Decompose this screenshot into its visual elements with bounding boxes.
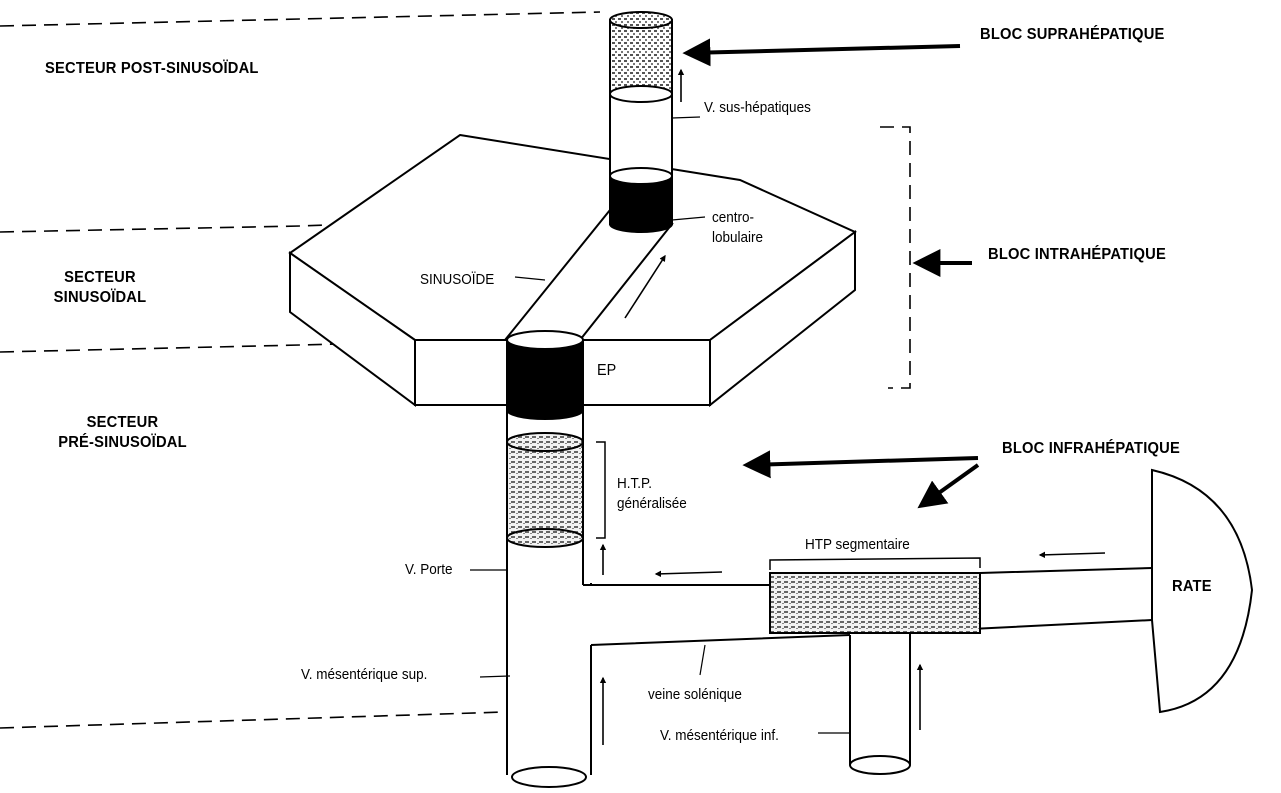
- centrolobulaire-line1: centro-: [712, 209, 755, 226]
- flow-arrow-sinusoid: [624, 254, 666, 319]
- lobule-right-face: [709, 230, 856, 408]
- leader-sus-hepatiques: [671, 116, 701, 119]
- block-arrows: [682, 38, 980, 509]
- sector-pre-sinusoidal-line1: SECTEUR: [86, 414, 159, 431]
- htp-generalized-bracket: [596, 441, 606, 539]
- leader-mesent-sup: [479, 675, 511, 678]
- v-mesenterique-inf-label: V. mésentérique inf.: [660, 727, 779, 744]
- bloc-suprahepatique-label: BLOC SUPRAHÉPATIQUE: [980, 26, 1165, 43]
- htp-generalisee-label: H.T.P. généralisée: [617, 474, 687, 514]
- v-porte-label: V. Porte: [405, 561, 453, 578]
- leader-splenic: [699, 644, 706, 676]
- suprahepatic-vein-tube: [609, 11, 673, 233]
- hepatic-lobule-slab: [288, 133, 857, 408]
- sus-hepatiques-label: V. sus-hépatiques: [704, 99, 811, 116]
- leader-lines: [470, 116, 850, 734]
- flow-arrow-splenic-1: [654, 570, 723, 578]
- ep-label: EP: [597, 362, 617, 379]
- infra-block-arrow-left: [742, 450, 979, 479]
- ep-black-band: [506, 339, 584, 411]
- v-mesenterique-sup-label: V. mésentérique sup.: [301, 666, 428, 683]
- suprahepatic-block-fill: [609, 19, 673, 95]
- generalized-htp-fill: [508, 442, 582, 538]
- sector-pre-sinusoidal-line2: PRÉ-SINUSOÏDAL: [58, 434, 187, 451]
- flow-arrow-splenic-2: [1038, 551, 1106, 559]
- infra-block-arrow-diag: [917, 463, 980, 509]
- intrahepatic-bracket: [880, 126, 911, 389]
- htp-generalisee-line2: généralisée: [617, 495, 687, 512]
- spleen-shape: [1151, 468, 1254, 714]
- sector-post-sinusoidal-label: SECTEUR POST-SINUSOÏDAL: [45, 60, 259, 77]
- htp-generalisee-line1: H.T.P.: [617, 475, 653, 492]
- flow-arrows: [599, 68, 1106, 745]
- pre-sector-bottom-line: [0, 711, 506, 729]
- inferior-mesenteric-tube: [849, 632, 911, 775]
- sector-sinusoidal-label: SECTEUR SINUSOÏDAL: [45, 268, 155, 308]
- post-sector-top-line: [0, 11, 601, 27]
- rate-label: RATE: [1172, 578, 1212, 595]
- splenic-vein-tube: [583, 567, 1153, 646]
- segmental-htp-fill: [769, 572, 981, 634]
- portal-vein-tube: [506, 330, 592, 775]
- htp-segmental-bracket: [769, 557, 981, 570]
- centrolobulaire-label: centro- lobulaire: [712, 208, 763, 248]
- veine-splenique-label: veine solénique: [648, 686, 742, 703]
- bloc-infrahepatique-label: BLOC INFRAHÉPATIQUE: [1002, 440, 1180, 457]
- sector-pre-sinusoidal-label: SECTEUR PRÉ-SINUSOÏDAL: [47, 413, 199, 453]
- bloc-intrahepatique-label: BLOC INTRAHÉPATIQUE: [988, 246, 1166, 263]
- superior-mesenteric-tube: [511, 645, 592, 788]
- htp-segmentaire-label: HTP segmentaire: [805, 536, 910, 553]
- supra-block-arrow: [682, 38, 961, 67]
- sector-sinusoidal-line1: SECTEUR: [64, 269, 136, 286]
- leader-sinusoide: [514, 276, 546, 281]
- sector-sinusoidal-line2: SINUSOÏDAL: [53, 289, 147, 306]
- centrolobulaire-line2: lobulaire: [712, 229, 764, 246]
- leader-centro: [671, 216, 706, 221]
- sinusoide-label: SINUSOÏDE: [420, 271, 495, 288]
